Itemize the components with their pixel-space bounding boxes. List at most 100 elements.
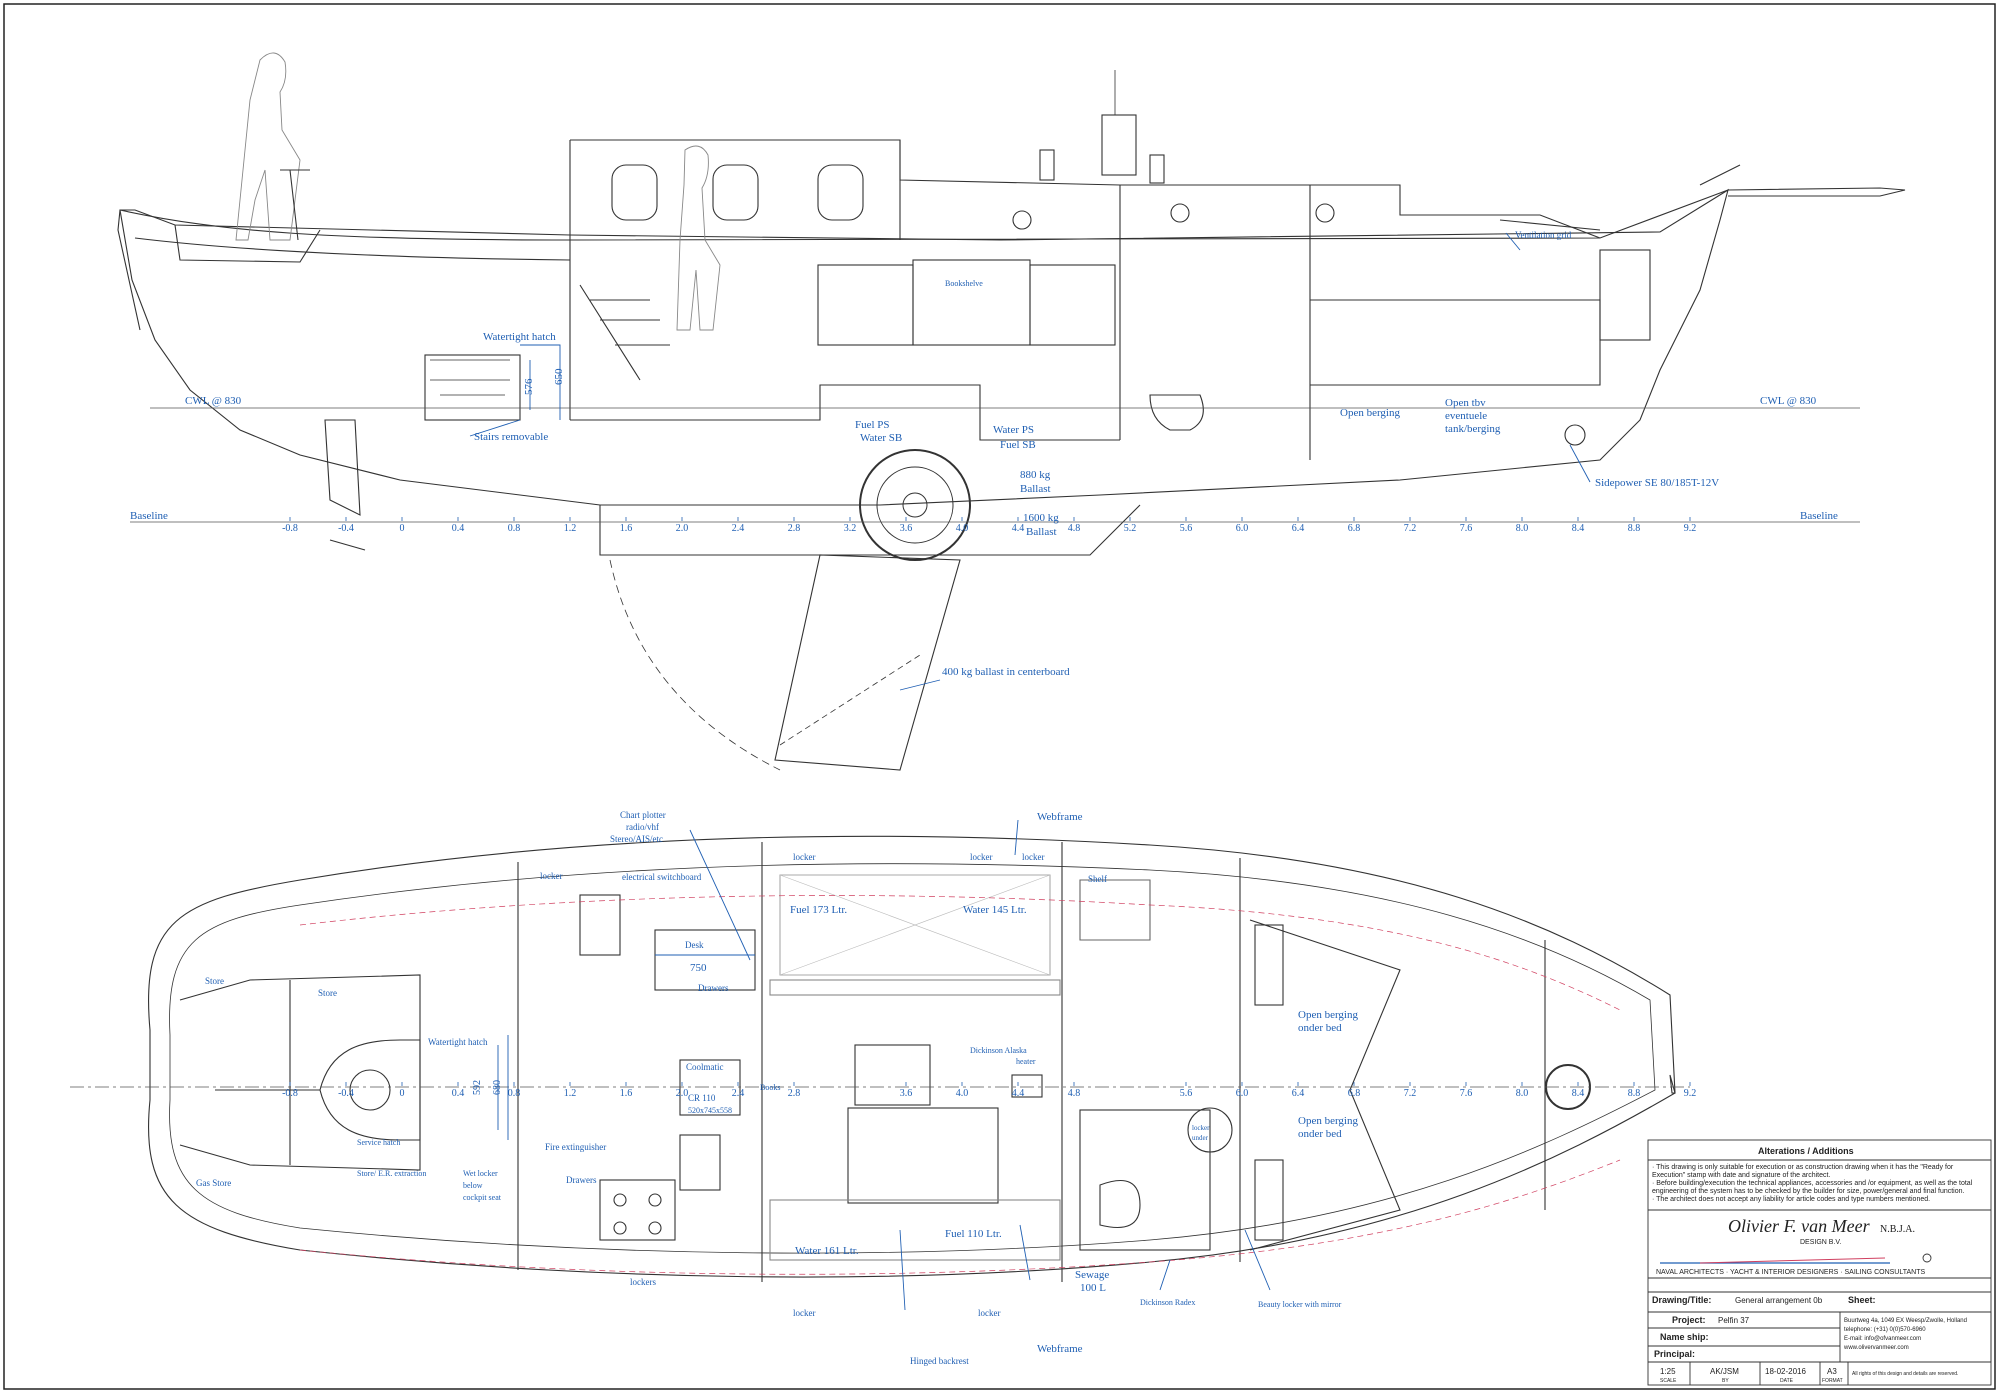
tagline: NAVAL ARCHITECTS · YACHT & INTERIOR DESI… [1656, 1269, 1925, 1276]
profile-tick-19: 6.8 [1348, 523, 1361, 534]
desk [654, 929, 756, 991]
fuel-173-label: Fuel 173 Ltr. [790, 904, 847, 916]
hinged-backrest-label: Hinged backrest [910, 1356, 969, 1366]
plan-left-tick-7: 2.0 [676, 1088, 689, 1099]
chart-plotter-line1: Chart plotter [620, 810, 666, 820]
v-berth [1249, 919, 1401, 1251]
architect-suffix: N.B.J.A. [1880, 1224, 1915, 1235]
settee-base [847, 1107, 999, 1204]
drawing-title-value: General arrangement 0b [1735, 1296, 1823, 1305]
profile-tick-15: 5.2 [1124, 523, 1137, 534]
architect-name: Olivier F. van Meer [1728, 1216, 1871, 1236]
locker-label-3: locker [970, 852, 993, 862]
plan-left-tick-9: 2.8 [788, 1088, 801, 1099]
red-offset-bottom [299, 1159, 1621, 1275]
steering-pedestal [319, 1039, 421, 1141]
ballast-1600-label: 1600 kg [1023, 512, 1059, 524]
saloon-table [854, 1044, 931, 1106]
note-line-4: engineering of the system has to be chec… [1652, 1188, 1965, 1195]
plan-mid-tick-0: 3.6 [900, 1088, 913, 1099]
plan-right-tick-2: 6.4 [1292, 1088, 1305, 1099]
ballast-1600-word: Ballast [1026, 526, 1057, 538]
store-label-1: Store [205, 976, 224, 986]
centerboard-ballast-label: 400 kg ballast in centerboard [942, 666, 1070, 678]
centerboard-blade [774, 554, 961, 771]
centerboard-pivot [859, 449, 971, 561]
books-label: Books [760, 1083, 780, 1092]
title-block-frame [1647, 1139, 1992, 1386]
open-berging-bed-3: Open berging [1298, 1115, 1358, 1127]
profile-tick-5: 1.2 [564, 523, 577, 534]
baseline-right-label: Baseline [1800, 510, 1838, 522]
dim-680-label: 680 [492, 1080, 503, 1095]
portlight-3 [1315, 203, 1335, 223]
open-tbv-line1: Open tbv [1445, 397, 1486, 409]
portlight-2 [1170, 203, 1190, 223]
drawing-title-label: Drawing/Title: [1652, 1295, 1711, 1305]
webframe-top-label: Webframe [1037, 811, 1083, 823]
hull-planform [148, 835, 1676, 1278]
sewage-line1: Sewage [1075, 1269, 1109, 1281]
wet-locker-line3: cockpit seat [463, 1193, 502, 1202]
coolmatic-line3: 520x745x558 [688, 1106, 732, 1115]
beauty-locker-label: Beauty locker with mirror [1258, 1300, 1342, 1309]
fuel-110-label: Fuel 110 Ltr. [945, 1228, 1002, 1240]
cockpit [174, 224, 321, 263]
locker-under-line2: under [1192, 1134, 1209, 1142]
fridge [679, 1059, 741, 1116]
open-berging-label: Open berging [1340, 407, 1400, 419]
plan-right-tick-3: 6.8 [1348, 1088, 1361, 1099]
by-label: BY [1722, 1378, 1729, 1384]
profile-tick-3: 0.4 [452, 523, 465, 534]
toilet [1149, 394, 1204, 431]
reference-lines [130, 407, 1860, 523]
locker-label-6: locker [978, 1308, 1001, 1318]
cushion-1 [579, 894, 621, 956]
service-hatch-line2: Store/ E.R. extraction [357, 1169, 426, 1178]
centerboard [609, 449, 971, 771]
dickinson-radex-label: Dickinson Radex [1140, 1298, 1195, 1307]
rudder [324, 419, 361, 516]
stairs-removable-label: Stairs removable [474, 431, 548, 443]
plan-left-tick-8: 2.4 [732, 1088, 745, 1099]
profile-tick-14: 4.8 [1068, 523, 1081, 534]
ventilation-grid-label: Ventilation grid [1515, 230, 1572, 240]
plan-mid-tick-2: 4.4 [1012, 1088, 1025, 1099]
open-berging-bed-2: onder bed [1298, 1022, 1342, 1034]
dim-650-label: 650 [553, 368, 565, 385]
profile-tick-16: 5.6 [1180, 523, 1193, 534]
vent-2 [1149, 154, 1165, 184]
profile-tick-13: 4.4 [1012, 523, 1025, 534]
drawers-label-2: Drawers [566, 1175, 597, 1185]
dim-592-label: 592 [472, 1080, 483, 1095]
fuel-ps-label: Fuel PS [855, 419, 890, 431]
profile-tick-17: 6.0 [1236, 523, 1249, 534]
by-value: AK/JSM [1710, 1367, 1739, 1376]
dickinson-line1: Dickinson Alaska [970, 1046, 1027, 1055]
plan-mid-tick-3: 4.8 [1068, 1088, 1081, 1099]
coolmatic-line2: CR 110 [688, 1093, 716, 1103]
vent-1 [1039, 149, 1055, 181]
plan-left-tick-4: 0.8 [508, 1088, 521, 1099]
profile-tick-10: 3.2 [844, 523, 857, 534]
plan-right-tick-8: 8.8 [1628, 1088, 1641, 1099]
profile-tick-9: 2.8 [788, 523, 801, 534]
profile-tick-8: 2.4 [732, 523, 745, 534]
wet-locker-line2: below [463, 1181, 483, 1190]
keel-shoe [599, 504, 1141, 556]
sheet-label: Sheet: [1848, 1295, 1876, 1305]
cwl-left-label: CWL @ 830 [185, 395, 242, 407]
profile-tick-2: 0 [400, 523, 405, 534]
deck-inner-line [169, 863, 1656, 1254]
profile-tick-23: 8.4 [1572, 523, 1585, 534]
helmsman-figure [235, 52, 301, 241]
plan-right-tick-9: 9.2 [1684, 1088, 1697, 1099]
service-hatch-line1: Service hatch [357, 1138, 400, 1147]
red-offset-top [299, 895, 1621, 1011]
alterations-label: Alterations / Additions [1758, 1146, 1854, 1156]
note-line-2: Execution" stamp with date and signature… [1652, 1172, 1830, 1179]
baseline-left-label: Baseline [130, 510, 168, 522]
plan-left-tick-2: 0 [400, 1088, 405, 1099]
rights-note: All rights of this design and details ar… [1852, 1371, 1958, 1377]
